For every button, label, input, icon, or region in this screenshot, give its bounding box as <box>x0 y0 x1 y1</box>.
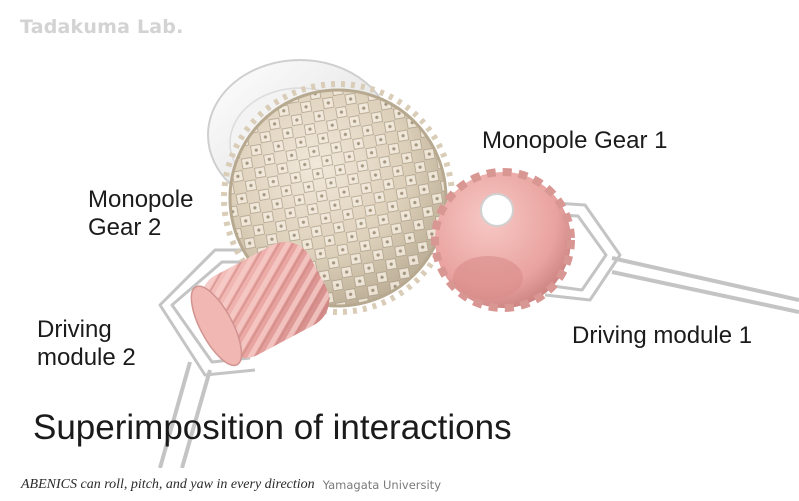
monopole-gear-1 <box>431 168 575 312</box>
caption-text: ABENICS can roll, pitch, and yaw in ever… <box>21 477 315 492</box>
caption-credit: Yamagata University <box>322 478 441 492</box>
label-monopole-gear-1: Monopole Gear 1 <box>482 127 668 154</box>
mechanism-illustration <box>158 59 799 468</box>
monopole-gear-2 <box>190 241 330 367</box>
figure-headline: Superimposition of interactions <box>33 408 512 447</box>
label-monopole-gear-2: Monopole Gear 2 <box>88 186 194 241</box>
image-caption: ABENICS can roll, pitch, and yaw in ever… <box>0 470 799 501</box>
label-driving-module-2: Driving module 2 <box>37 316 136 371</box>
label-driving-module-1: Driving module 1 <box>572 322 753 349</box>
mechanism-figure: Tadakuma Lab. Monopole Gear 1 Monopole G… <box>20 16 799 468</box>
lab-watermark: Tadakuma Lab. <box>20 16 184 38</box>
